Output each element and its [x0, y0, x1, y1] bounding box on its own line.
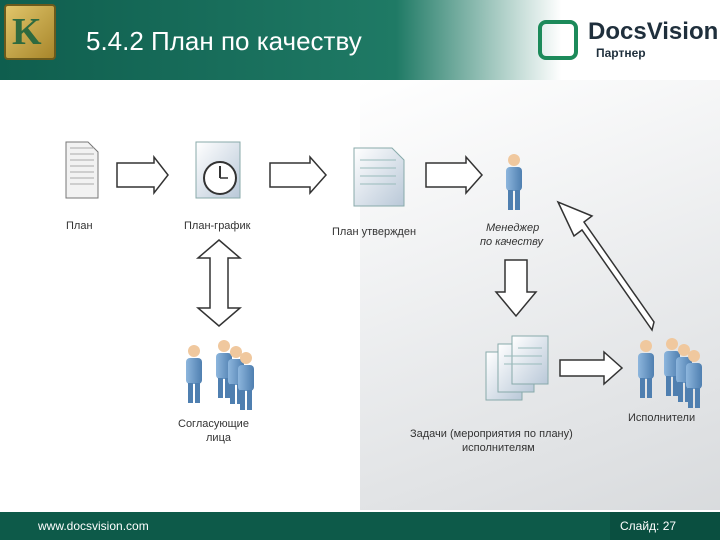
docsvision-logo: DocsVision Партнер: [538, 18, 718, 66]
arrow-tasks-to-executors: [559, 350, 624, 386]
background-decoration: [360, 80, 720, 510]
header-bar: K 5.4.2 План по качеству DocsVision Парт…: [0, 0, 720, 80]
footer-bar: www.docsvision.com Слайд: 27: [0, 512, 720, 540]
slide-number: Слайд: 27: [620, 519, 677, 533]
plan-document-icon: [65, 141, 99, 199]
label-manager-line1: Менеджер: [486, 222, 540, 234]
label-approved: План утвержден: [332, 226, 417, 238]
label-plan: План: [66, 220, 93, 232]
executors-group-icon: [638, 338, 702, 408]
tasks-documents-icon: [485, 335, 549, 401]
label-approvers-line2: лица: [206, 432, 231, 444]
arrow-approved-to-manager: [425, 155, 484, 195]
slide-title: 5.4.2 План по качеству: [86, 26, 362, 56]
arrow-plan-to-schedule: [116, 154, 169, 196]
arrow-schedule-approvers: [195, 239, 243, 327]
label-tasks-line1: Задачи (мероприятия по плану): [410, 428, 573, 440]
footer-url[interactable]: www.docsvision.com: [38, 519, 149, 533]
schedule-clock-icon: [195, 141, 241, 199]
label-tasks-line2: исполнителям: [462, 442, 535, 454]
arrow-schedule-to-approved: [269, 155, 328, 195]
label-executors: Исполнители: [628, 412, 696, 424]
arrow-manager-to-tasks: [494, 259, 538, 318]
quality-manager-icon: [506, 154, 522, 210]
arrow-executors-to-manager: [556, 200, 655, 332]
label-schedule: План-график: [184, 220, 251, 232]
approved-plan-document-icon: [353, 147, 405, 207]
slide-number-box: Слайд: 27: [610, 512, 720, 540]
company-logo: K: [4, 4, 56, 60]
docsvision-clip-icon: [538, 20, 578, 60]
approvers-group-icon: [186, 340, 254, 410]
label-manager-line2: по качеству: [480, 236, 544, 248]
label-approvers-line1: Согласующие: [178, 418, 249, 430]
